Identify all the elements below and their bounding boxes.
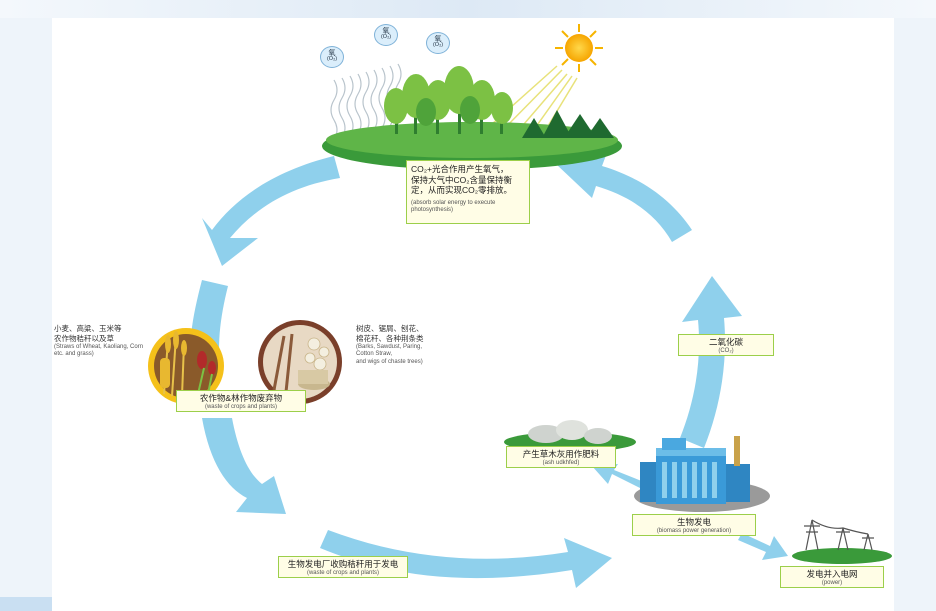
crop-straw-illustration [148,328,224,404]
wood-waste-illustration [258,320,342,404]
arrow-arc-lower-left [202,418,286,514]
waste-box: 农作物&林作物废弃物 (waste of crops and plants) [176,390,306,412]
co2-box-en: (CO₂) [718,347,734,354]
wood-waste-text-en1: (Barks, Sawdust, Paring, [356,343,423,350]
oxygen-bubble-label: 氧 [434,36,442,43]
crop-straw-text-line1: 小麦、高粱、玉米等 [54,324,122,333]
sun-icon [555,24,603,72]
oxygen-bubble-formula: (O₂) [326,56,338,63]
arrow-arc-top-left [202,156,340,266]
straw-collection-box-en: (waste of crops and plants) [306,569,380,576]
wood-waste-text-en2: Cotton Straw, [356,351,393,358]
forest-island [322,66,622,170]
power-plant-illustration [634,436,770,512]
power-grid-towers-illustration [792,519,892,564]
power-generation-box: 生物发电 (biomass power generation) [632,514,756,536]
photosynthesis-text-line3: 定，从而实现CO₂零排放。 [411,185,513,196]
wood-waste-text-en3: and wigs of chaste trees) [356,359,423,366]
photosynthesis-box: CO₂+光合作用产生氧气， 保持大气中CO₂含量保持衡 定，从而实现CO₂零排放… [406,160,530,224]
co2-box: 二氧化碳 (CO₂) [678,334,774,356]
crop-straw-text-en: (Straws of Wheat, Kaoliang, Corn etc. an… [54,343,144,358]
waste-box-en: (waste of crops and plants) [204,403,278,410]
ash-box: 产生草木灰用作肥料 (ash udkhfed) [506,446,616,468]
waste-box-zh: 农作物&林作物废弃物 [199,393,283,403]
photosynthesis-text-en: (absorb solar energy to execute photosyn… [411,199,496,214]
cycle-diagram-svg [148,24,892,588]
oxygen-bubble-label: 氧 [382,28,390,35]
arrow-arc-right [680,276,742,448]
power-grid-box: 发电并入电网 (power) [780,566,884,588]
wood-waste-label: 树皮、锯屑、刨花、 棉花秆、各种荆条类 (Barks, Sawdust, Par… [356,324,466,367]
power-box-en: (biomass power generation) [656,527,732,534]
photosynthesis-text-line1: CO₂+光合作用产生氧气， [411,164,509,174]
oxygen-bubble-formula: (O₂) [432,42,444,49]
ash-box-en: (ash udkhfed) [542,459,580,466]
wood-waste-text-line2: 棉花秆、各种荆条类 [356,333,424,343]
wood-waste-text-line1: 树皮、锯屑、刨花、 [356,324,424,333]
photosynthesis-text-line2: 保持大气中CO₂含量保持衡 [411,174,513,185]
straw-collection-box-zh: 生物发电厂收购秸秆用于发电 [287,559,399,569]
power-grid-box-zh: 发电并入电网 [806,569,858,579]
frame-top-band [0,0,936,18]
oxygen-bubble: 氧 (O₂) [374,24,398,46]
co2-box-zh: 二氧化碳 [708,337,743,347]
straw-collection-box: 生物发电厂收购秸秆用于发电 (waste of crops and plants… [278,556,408,578]
diagram-canvas: 氧 (O₂) 氧 (O₂) 氧 (O₂) CO₂+光合作用产生氧气， 保持大气中… [52,18,894,611]
frame-bottom-left-strip [0,597,52,611]
arrow-arc-bottom [320,530,612,588]
arrow-to-grid [738,533,788,560]
power-box-zh: 生物发电 [676,517,711,527]
crop-straw-label: 小麦、高粱、玉米等 农作物秸秆以及草 (Straws of Wheat, Kao… [54,324,144,359]
oxygen-bubble: 氧 (O₂) [426,32,450,54]
arrow-to-ash [592,464,644,488]
ash-box-zh: 产生草木灰用作肥料 [522,449,600,459]
power-grid-box-en: (power) [821,579,843,586]
oxygen-wave-lines [330,63,402,141]
arrow-arc-top-right [556,150,692,242]
crop-straw-text-line2: 农作物秸秆以及草 [54,333,114,343]
oxygen-bubble-formula: (O₂) [380,34,392,41]
oxygen-bubble-label: 氧 [328,50,336,57]
oxygen-bubble: 氧 (O₂) [320,46,344,68]
